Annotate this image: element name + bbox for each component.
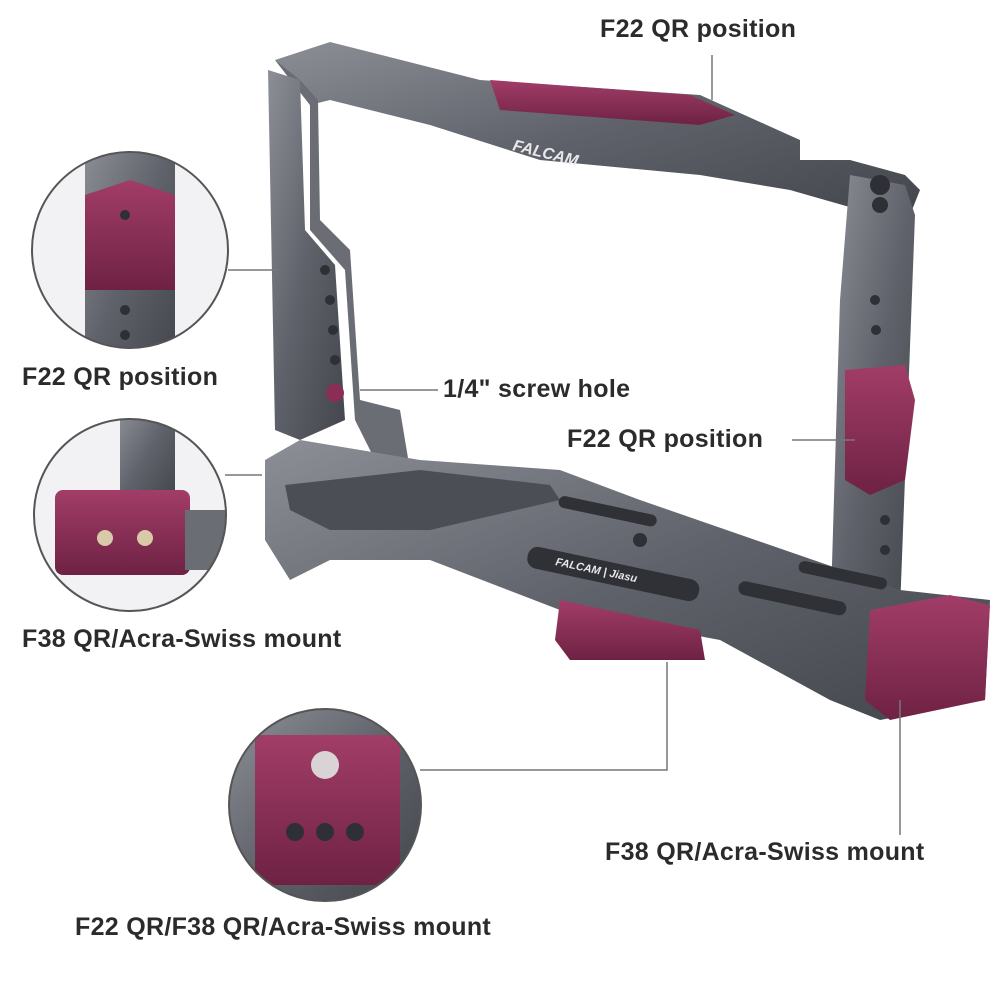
- label-bottom-mount: F22 QR/F38 QR/Acra-Swiss mount: [75, 913, 492, 941]
- label-left-f38-mount: F38 QR/Acra-Swiss mount: [22, 625, 342, 653]
- detail-circle-left-f38: [33, 418, 227, 612]
- label-right-f38-mount: F38 QR/Acra-Swiss mount: [605, 838, 925, 866]
- corner-f38-mount: [865, 595, 990, 720]
- leader-lines: [225, 55, 901, 835]
- right-qr-mount: [845, 365, 915, 495]
- label-left-f22-qr-position: F22 QR position: [22, 363, 219, 391]
- label-right-f22-qr-position: F22 QR position: [567, 425, 764, 453]
- cage-frame: FALCAM FALCAM | Jiasu: [265, 42, 990, 720]
- label-top-f22-qr-position: F22 QR position: [600, 15, 797, 43]
- detail-circle-bottom-mount: [228, 708, 422, 902]
- label-screw-hole: 1/4" screw hole: [443, 375, 631, 403]
- top-qr-mount: [490, 80, 735, 125]
- bottom-qr-mount: [555, 600, 705, 660]
- detail-circle-left-qr: [31, 151, 229, 349]
- screw-hole: [326, 384, 344, 402]
